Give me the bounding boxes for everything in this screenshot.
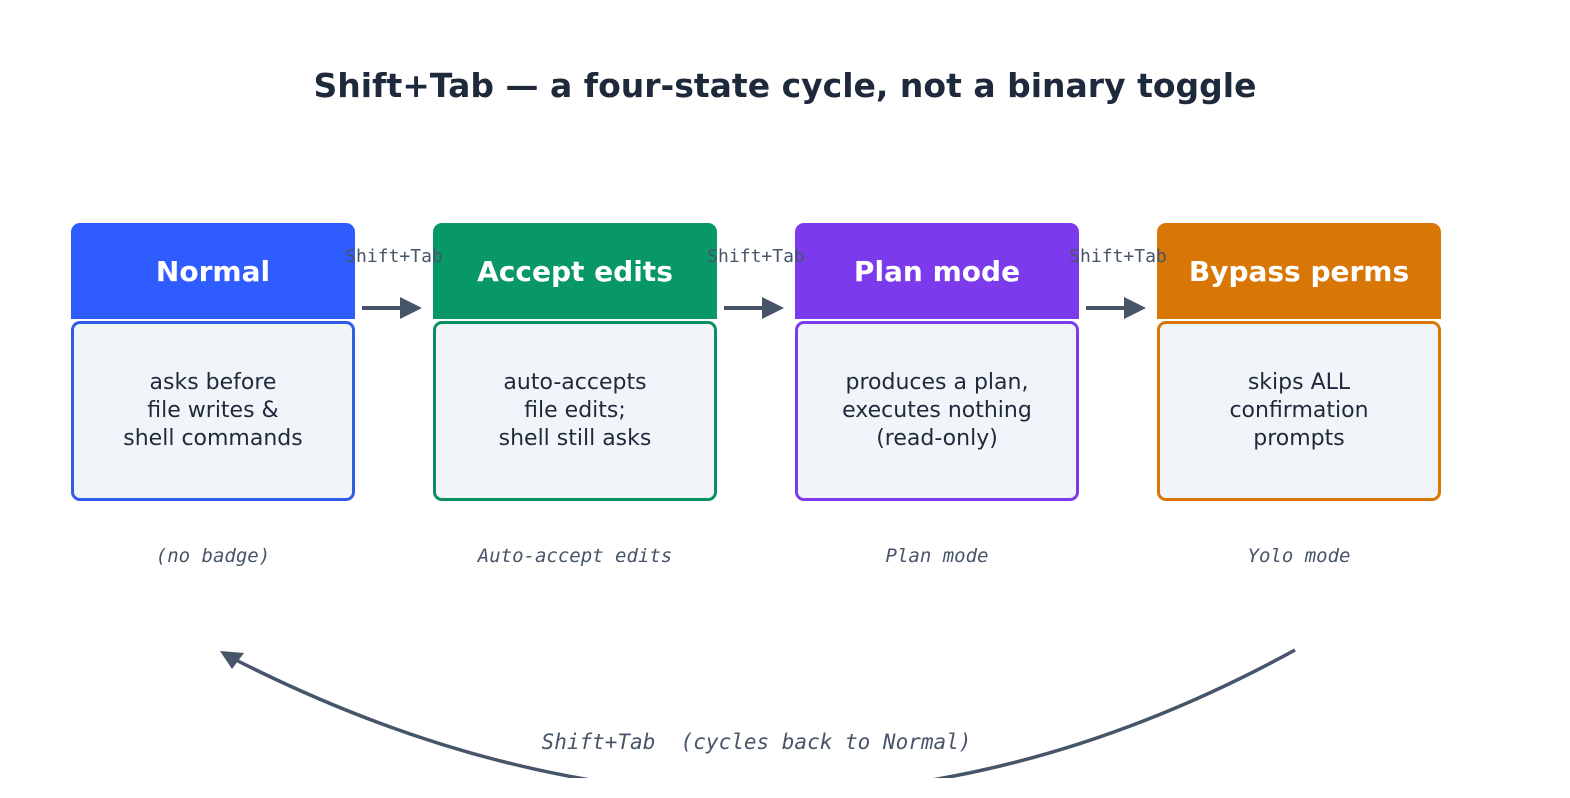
right-arrow-icon <box>1086 297 1146 319</box>
state-normal: Normal asks before file writes & shell c… <box>71 223 355 501</box>
description-line: shell still asks <box>498 426 652 451</box>
description-line: auto-accepts <box>503 370 647 395</box>
state-badge-normal: (no badge) <box>155 545 271 567</box>
state-bypass-perms: Bypass perms skips ALL confirmation prom… <box>1157 223 1441 501</box>
state-badge-bypass-perms: Yolo mode <box>1247 545 1351 567</box>
state-name: Plan mode <box>853 254 1021 288</box>
transition-label: Shift+Tab <box>707 246 805 267</box>
state-description-box: asks before file writes & shell commands <box>71 321 355 501</box>
description-line: produces a plan, <box>845 370 1029 395</box>
return-note: (cycles back to Normal) <box>680 730 972 754</box>
description-line: (read-only) <box>876 426 998 451</box>
description-line: shell commands <box>123 426 303 451</box>
description-line: confirmation <box>1229 398 1369 423</box>
state-plan-mode: Plan mode produces a plan, executes noth… <box>795 223 1079 501</box>
transition-label: Shift+Tab <box>1069 246 1167 267</box>
state-header-accept-edits: Accept edits <box>433 223 717 319</box>
state-accept-edits: Accept edits auto-accepts file edits; sh… <box>433 223 717 501</box>
state-header-normal: Normal <box>71 223 355 319</box>
right-arrow-icon <box>362 297 422 319</box>
return-key: Shift+Tab <box>541 730 656 754</box>
description-line: file edits; <box>524 398 626 423</box>
description-line: skips ALL <box>1247 370 1351 395</box>
state-badge-accept-edits: Auto-accept edits <box>477 545 673 567</box>
description-line: executes nothing <box>842 398 1032 423</box>
state-description-box: produces a plan, executes nothing (read-… <box>795 321 1079 501</box>
transition-label: Shift+Tab <box>345 246 443 267</box>
description-line: file writes & <box>147 398 279 423</box>
right-arrow-icon <box>724 297 784 319</box>
return-transition-label: Shift+Tab (cycles back to Normal) <box>0 730 1513 754</box>
state-name: Accept edits <box>477 254 673 288</box>
diagram-title: Shift+Tab — a four-state cycle, not a bi… <box>313 66 1257 105</box>
description-line: prompts <box>1253 426 1345 451</box>
state-name: Normal <box>155 254 271 288</box>
state-badge-plan-mode: Plan mode <box>885 545 989 567</box>
state-name: Bypass perms <box>1188 254 1410 288</box>
state-header-bypass-perms: Bypass perms <box>1157 223 1441 319</box>
description-line: asks before <box>149 370 277 395</box>
state-header-plan-mode: Plan mode <box>795 223 1079 319</box>
state-description-box: auto-accepts file edits; shell still ask… <box>433 321 717 501</box>
state-description-box: skips ALL confirmation prompts <box>1157 321 1441 501</box>
